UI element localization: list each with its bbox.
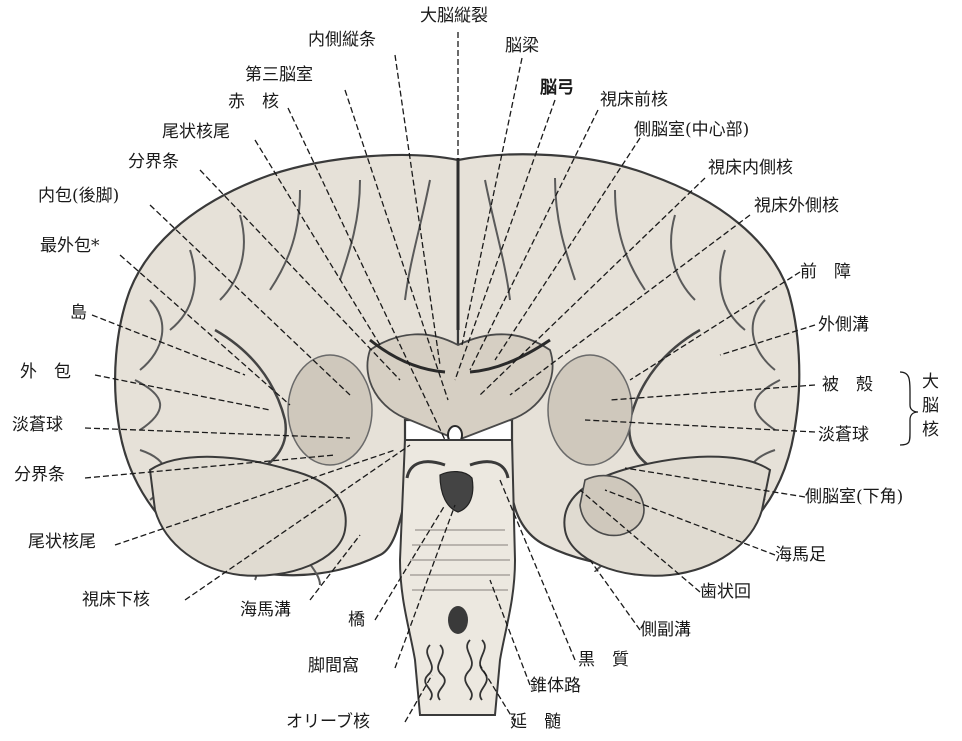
label-claustrum: 前 障 — [800, 262, 851, 282]
label-lateral-ventricle-inferior-horn: 側脳室(下角) — [805, 487, 903, 507]
label-stria-terminalis-top: 分界条 — [128, 152, 179, 172]
label-globus-pallidus-left: 淡蒼球 — [12, 415, 63, 435]
label-medulla-oblongata: 延 髄 — [510, 712, 561, 732]
label-tail-of-caudate-left: 尾状核尾 — [28, 532, 96, 552]
label-substantia-nigra: 黒 質 — [578, 650, 629, 670]
left-basal-nuclei — [288, 355, 372, 465]
label-pes-hippocampi: 海馬足 — [775, 545, 826, 565]
label-insula: 島 — [70, 303, 87, 323]
label-lateral-sulcus: 外側溝 — [818, 315, 869, 335]
label-pons: 橋 — [348, 610, 365, 630]
label-extreme-capsule: 最外包* — [40, 236, 100, 256]
label-fornix: 脳弓 — [540, 78, 574, 98]
label-red-nucleus: 赤 核 — [228, 92, 279, 112]
label-pyramidal-tract: 錐体路 — [530, 676, 581, 696]
label-corpus-callosum: 脳梁 — [505, 36, 539, 56]
label-longitudinal-fissure: 大脳縦裂 — [420, 6, 488, 26]
label-hippocampal-sulcus: 海馬溝 — [240, 600, 291, 620]
label-lateral-ventricle-central: 側脳室(中心部) — [634, 120, 749, 140]
label-stria-terminalis-left: 分界条 — [14, 465, 65, 485]
pyramid-tract — [448, 606, 468, 634]
label-dentate-gyrus: 歯状回 — [700, 582, 751, 602]
label-lateral-thalamic-nucleus: 視床外側核 — [754, 196, 839, 216]
right-basal-nuclei — [548, 355, 632, 465]
label-collateral-sulcus: 側副溝 — [640, 620, 691, 640]
label-basal-nuclei: 大 脳 核 — [922, 370, 942, 442]
label-anterior-thalamic-nucleus: 視床前核 — [600, 90, 668, 110]
label-subthalamic-nucleus: 視床下核 — [82, 590, 150, 610]
label-olivary-nucleus: オリーブ核 — [286, 712, 370, 732]
label-third-ventricle: 第三脳室 — [245, 65, 313, 85]
label-putamen: 被 殻 — [822, 375, 873, 395]
label-tail-of-caudate-top: 尾状核尾 — [162, 122, 230, 142]
label-medial-thalamic-nucleus: 視床内側核 — [708, 158, 793, 178]
label-external-capsule: 外 包 — [20, 362, 71, 382]
label-interpeduncular-fossa: 脚間窩 — [308, 656, 359, 676]
label-internal-capsule-posterior: 内包(後脚) — [38, 186, 119, 206]
label-globus-pallidus-right: 淡蒼球 — [818, 425, 869, 445]
label-medial-longitudinal-stria: 内側縦条 — [308, 30, 376, 50]
basal-nuclei-brace — [900, 372, 918, 445]
